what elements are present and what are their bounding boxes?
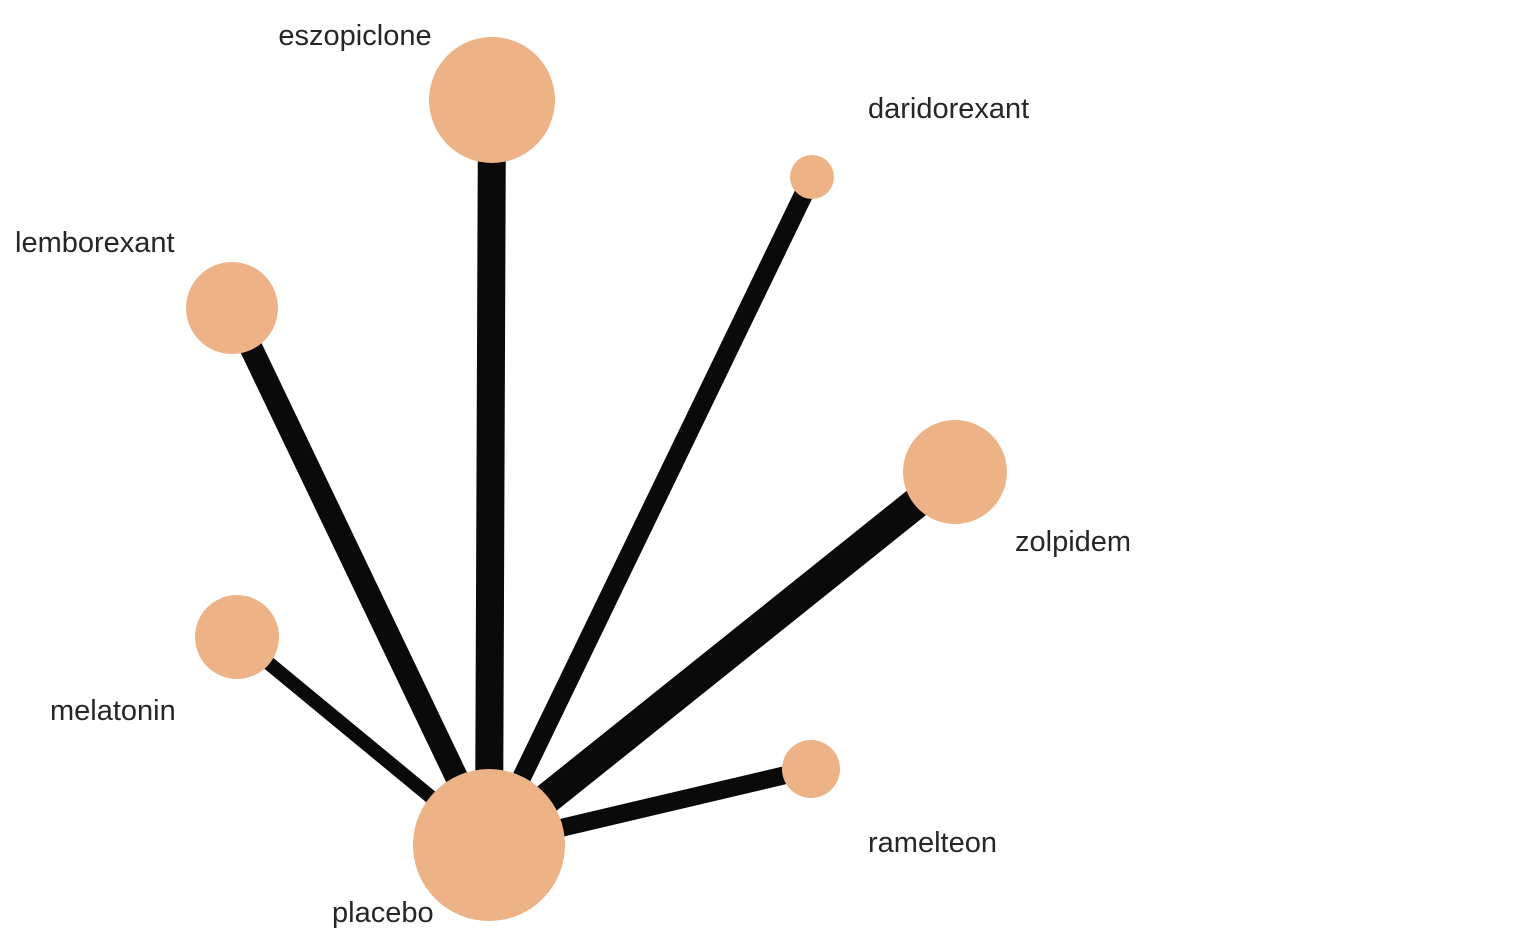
node-label-melatonin: melatonin [50, 695, 176, 727]
node-label-placebo: placebo [332, 897, 434, 929]
node-lemborexant [186, 262, 278, 354]
node-label-ramelteon: ramelteon [868, 827, 997, 859]
edge-placebo-zolpidem [479, 459, 965, 858]
node-melatonin [195, 595, 279, 679]
node-label-lemborexant: lemborexant [15, 227, 175, 259]
node-label-zolpidem: zolpidem [1015, 526, 1131, 558]
node-placebo [413, 769, 565, 921]
node-label-daridorexant: daridorexant [868, 93, 1029, 125]
edge-placebo-daridorexant [480, 172, 821, 850]
edge-placebo-lemborexant [221, 303, 500, 850]
edge-placebo-eszopiclone [475, 99, 506, 846]
node-zolpidem [903, 420, 1007, 524]
node-daridorexant [790, 155, 834, 199]
node-ramelteon [782, 740, 840, 798]
node-eszopiclone [429, 37, 555, 163]
node-label-eszopiclone: eszopiclone [278, 20, 431, 52]
